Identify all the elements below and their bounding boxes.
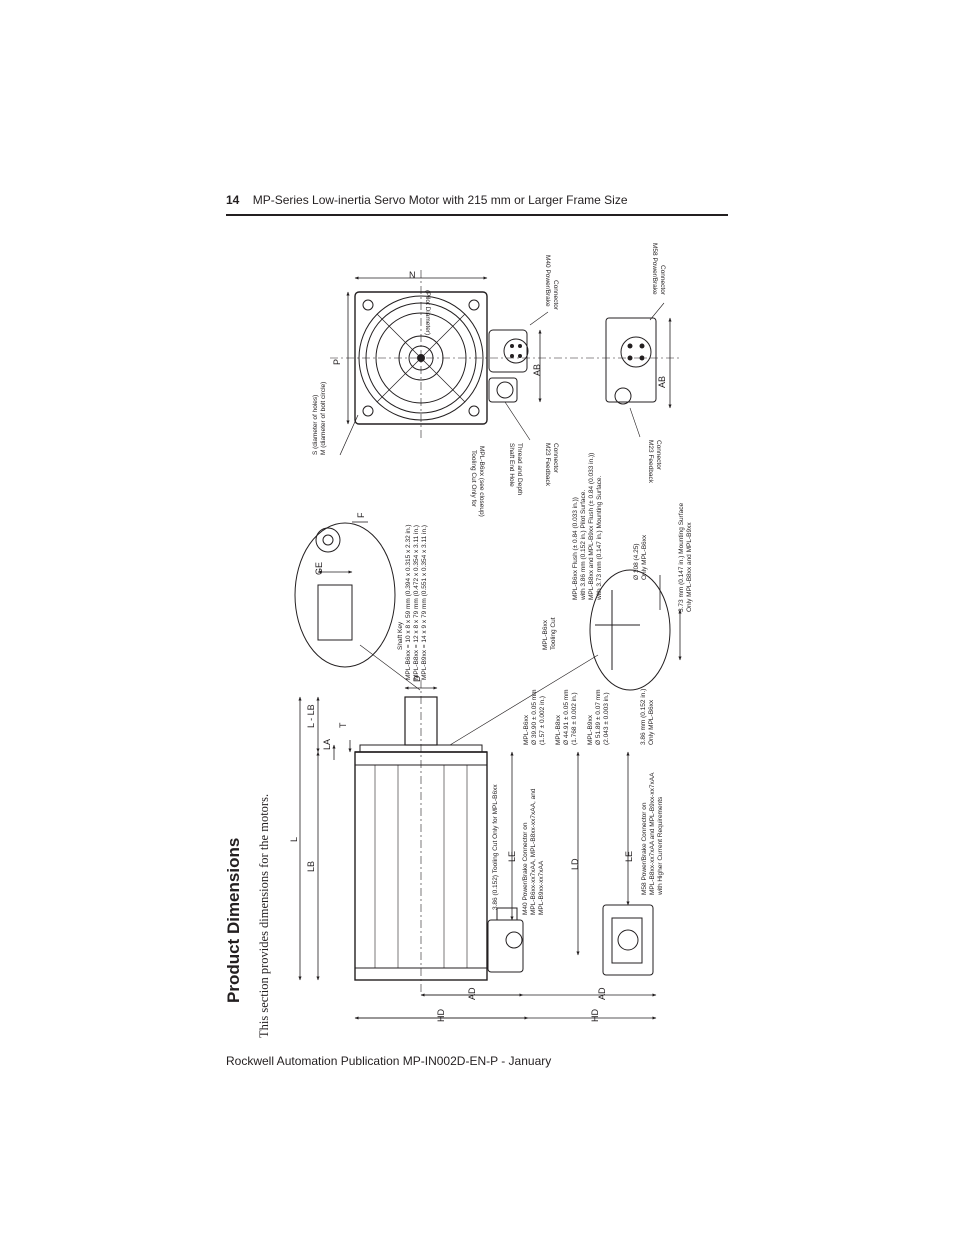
page-header: 14 MP-Series Low-inertia Servo Motor wit… [226, 193, 628, 207]
m23-alt-leader [629, 407, 641, 438]
dim-ge: GE [314, 562, 324, 575]
m58-label-2: Connector [659, 265, 666, 296]
m58-note-3: with Higher Current Requirements [657, 796, 664, 896]
front-view [330, 270, 680, 456]
m40-note-3: MPL-B9xx-xx7xAA [538, 860, 545, 915]
s-holes-label: S (diameter of holes) [312, 395, 319, 455]
shaft-key-b9: MPL-B9xx = 14 x 9 x 79 mm (0.551 x 0.354… [421, 525, 428, 680]
dim-hd: HD [436, 1009, 446, 1022]
phi108-label: Ø 108 (4.25) [633, 544, 640, 581]
page-number: 14 [226, 193, 240, 207]
m40-connector-front [488, 329, 529, 403]
dia-b6-in: (1.57 ± 0.002 in.) [539, 696, 546, 745]
dia-b6: MPL-B6xx [523, 714, 530, 745]
tooling-side-note: 3.86 (0.152) Tooling Cut Only for MPL-B6… [492, 784, 499, 910]
dim-p: P [332, 359, 342, 365]
dim-d: D [412, 675, 422, 682]
dim-hd-m58: HD [590, 1009, 600, 1022]
m58-label: M58 Power/Brake [651, 243, 658, 295]
dim-ab: AB [532, 364, 542, 376]
m23-label-2: Connector [552, 443, 559, 474]
m-bolt-label: M (diameter of bolt circle) [320, 382, 327, 455]
m23-leader [504, 401, 531, 441]
m40-note-1: M40 Power/Brake Connector on [522, 822, 529, 915]
dim-t: T [338, 722, 348, 728]
dim-l: L [289, 837, 299, 842]
dim-n: N [409, 270, 416, 280]
dim-le: LE [507, 851, 517, 862]
m58-side-view [355, 751, 657, 1020]
tooling-label-1: Tooling Cut Only for [470, 450, 477, 508]
dim-f: F [356, 512, 366, 518]
mounting-surface-2: Only MPL-B8xx and MPL-B9xx [686, 522, 693, 612]
dia-b9: MPL-B9xx [587, 714, 594, 745]
m23-label-1: M23 Feedback [544, 443, 551, 487]
pilot-diameter-label: (Pilot Diameter) [424, 290, 431, 335]
m58-note-1: M58 Power/Brake Connector on [641, 802, 648, 895]
tooling-cut-closeup [449, 569, 682, 746]
dia-b8-mm: Ø 44.91 ± 0.05 mm [563, 689, 570, 745]
flush-note-3: MPL-B8xx and MPL-B9xx Flush (± 0.84 (0.0… [588, 453, 595, 600]
pilot-note-2: Only MPL-B6xx [648, 699, 655, 745]
m58-leader [649, 302, 665, 321]
tooling-label-2: MPL-B6xx (see closeup) [478, 446, 485, 517]
dim-ad-m58: AD [597, 987, 607, 1000]
dia-b8: MPL-B8xx [555, 714, 562, 745]
dim-l-lb: L - LB [306, 704, 316, 728]
dim-ad: AD [467, 987, 477, 1000]
shaft-key-b8: MPL-B8xx = 12 x 8 x 79 mm (0.472 x 0.354… [413, 525, 420, 680]
m40-note-2: MPL-B6xx-xx7xAA, MPL-B8xx-xx7xAA, and [530, 788, 537, 915]
dia-b8-in: (1.768 ± 0.002 in.) [571, 692, 578, 745]
header-title: MP-Series Low-inertia Servo Motor with 2… [252, 193, 628, 207]
pilot-note-1: 3.86 mm (0.152 in.) [640, 689, 647, 745]
m23-alt-label-1: M23 Feedback [647, 440, 654, 484]
tooling-cut-title-2: Tooling Cut [550, 617, 557, 650]
m40-label-2: Connector [552, 280, 559, 311]
dim-la: LA [322, 739, 332, 750]
m40-connector-side [487, 907, 524, 973]
dim-ld: LD [570, 858, 580, 870]
tooling-cut-title-1: MPL-B6xx [542, 619, 549, 650]
header-rule [226, 214, 728, 216]
dim-lb: LB [306, 861, 316, 872]
flush-note-1: MPL-B6xx Flush (± 0.84 (0.033 in.)) [572, 497, 579, 600]
shaft-hole-label-2: Thread and Depth [516, 443, 523, 496]
flush-note-4: with 3.73 mm (0.147 in.) Mounting Surfac… [596, 476, 603, 601]
dim-le-m58: LE [624, 851, 634, 862]
mounting-surface-1: 3.73 mm (0.147 in.) Mounting Surface [678, 503, 685, 612]
m40-leader [529, 311, 549, 326]
shaft-key-closeup [294, 521, 421, 691]
phi108-only-label: Only MPL-B6xx [641, 534, 648, 580]
m40-label: M40 Power/Brake [544, 255, 551, 307]
shaft-key-title: Shaft Key [397, 621, 404, 650]
dim-ab-m58: AB [657, 376, 667, 388]
dia-b9-in: (2.043 ± 0.003 in.) [603, 692, 610, 745]
m58-note-2: MPL-B8xx-xx7xAA and MPL-B9xx-xx7xAA [649, 772, 656, 895]
dia-b9-mm: Ø 51.89 ± 0.07 mm [595, 689, 602, 745]
flush-note-2: with 3.86 mm (0.152 in.) Pilot Surface. [580, 490, 587, 601]
m23-alt-label-2: Connector [655, 440, 662, 471]
shaft-hole-label-1: Shaft End Hole [508, 443, 515, 487]
shaft-key-b6: MPL-B6xx = 10 x 8 x 59 mm (0.394 x 0.315… [405, 524, 412, 680]
side-view [298, 680, 580, 1020]
m58-front-view [605, 317, 672, 409]
dia-b6-mm: Ø 39.90 ± 0.05 mm [531, 689, 538, 745]
page-footer: Rockwell Automation Publication MP-IN002… [226, 1054, 552, 1068]
